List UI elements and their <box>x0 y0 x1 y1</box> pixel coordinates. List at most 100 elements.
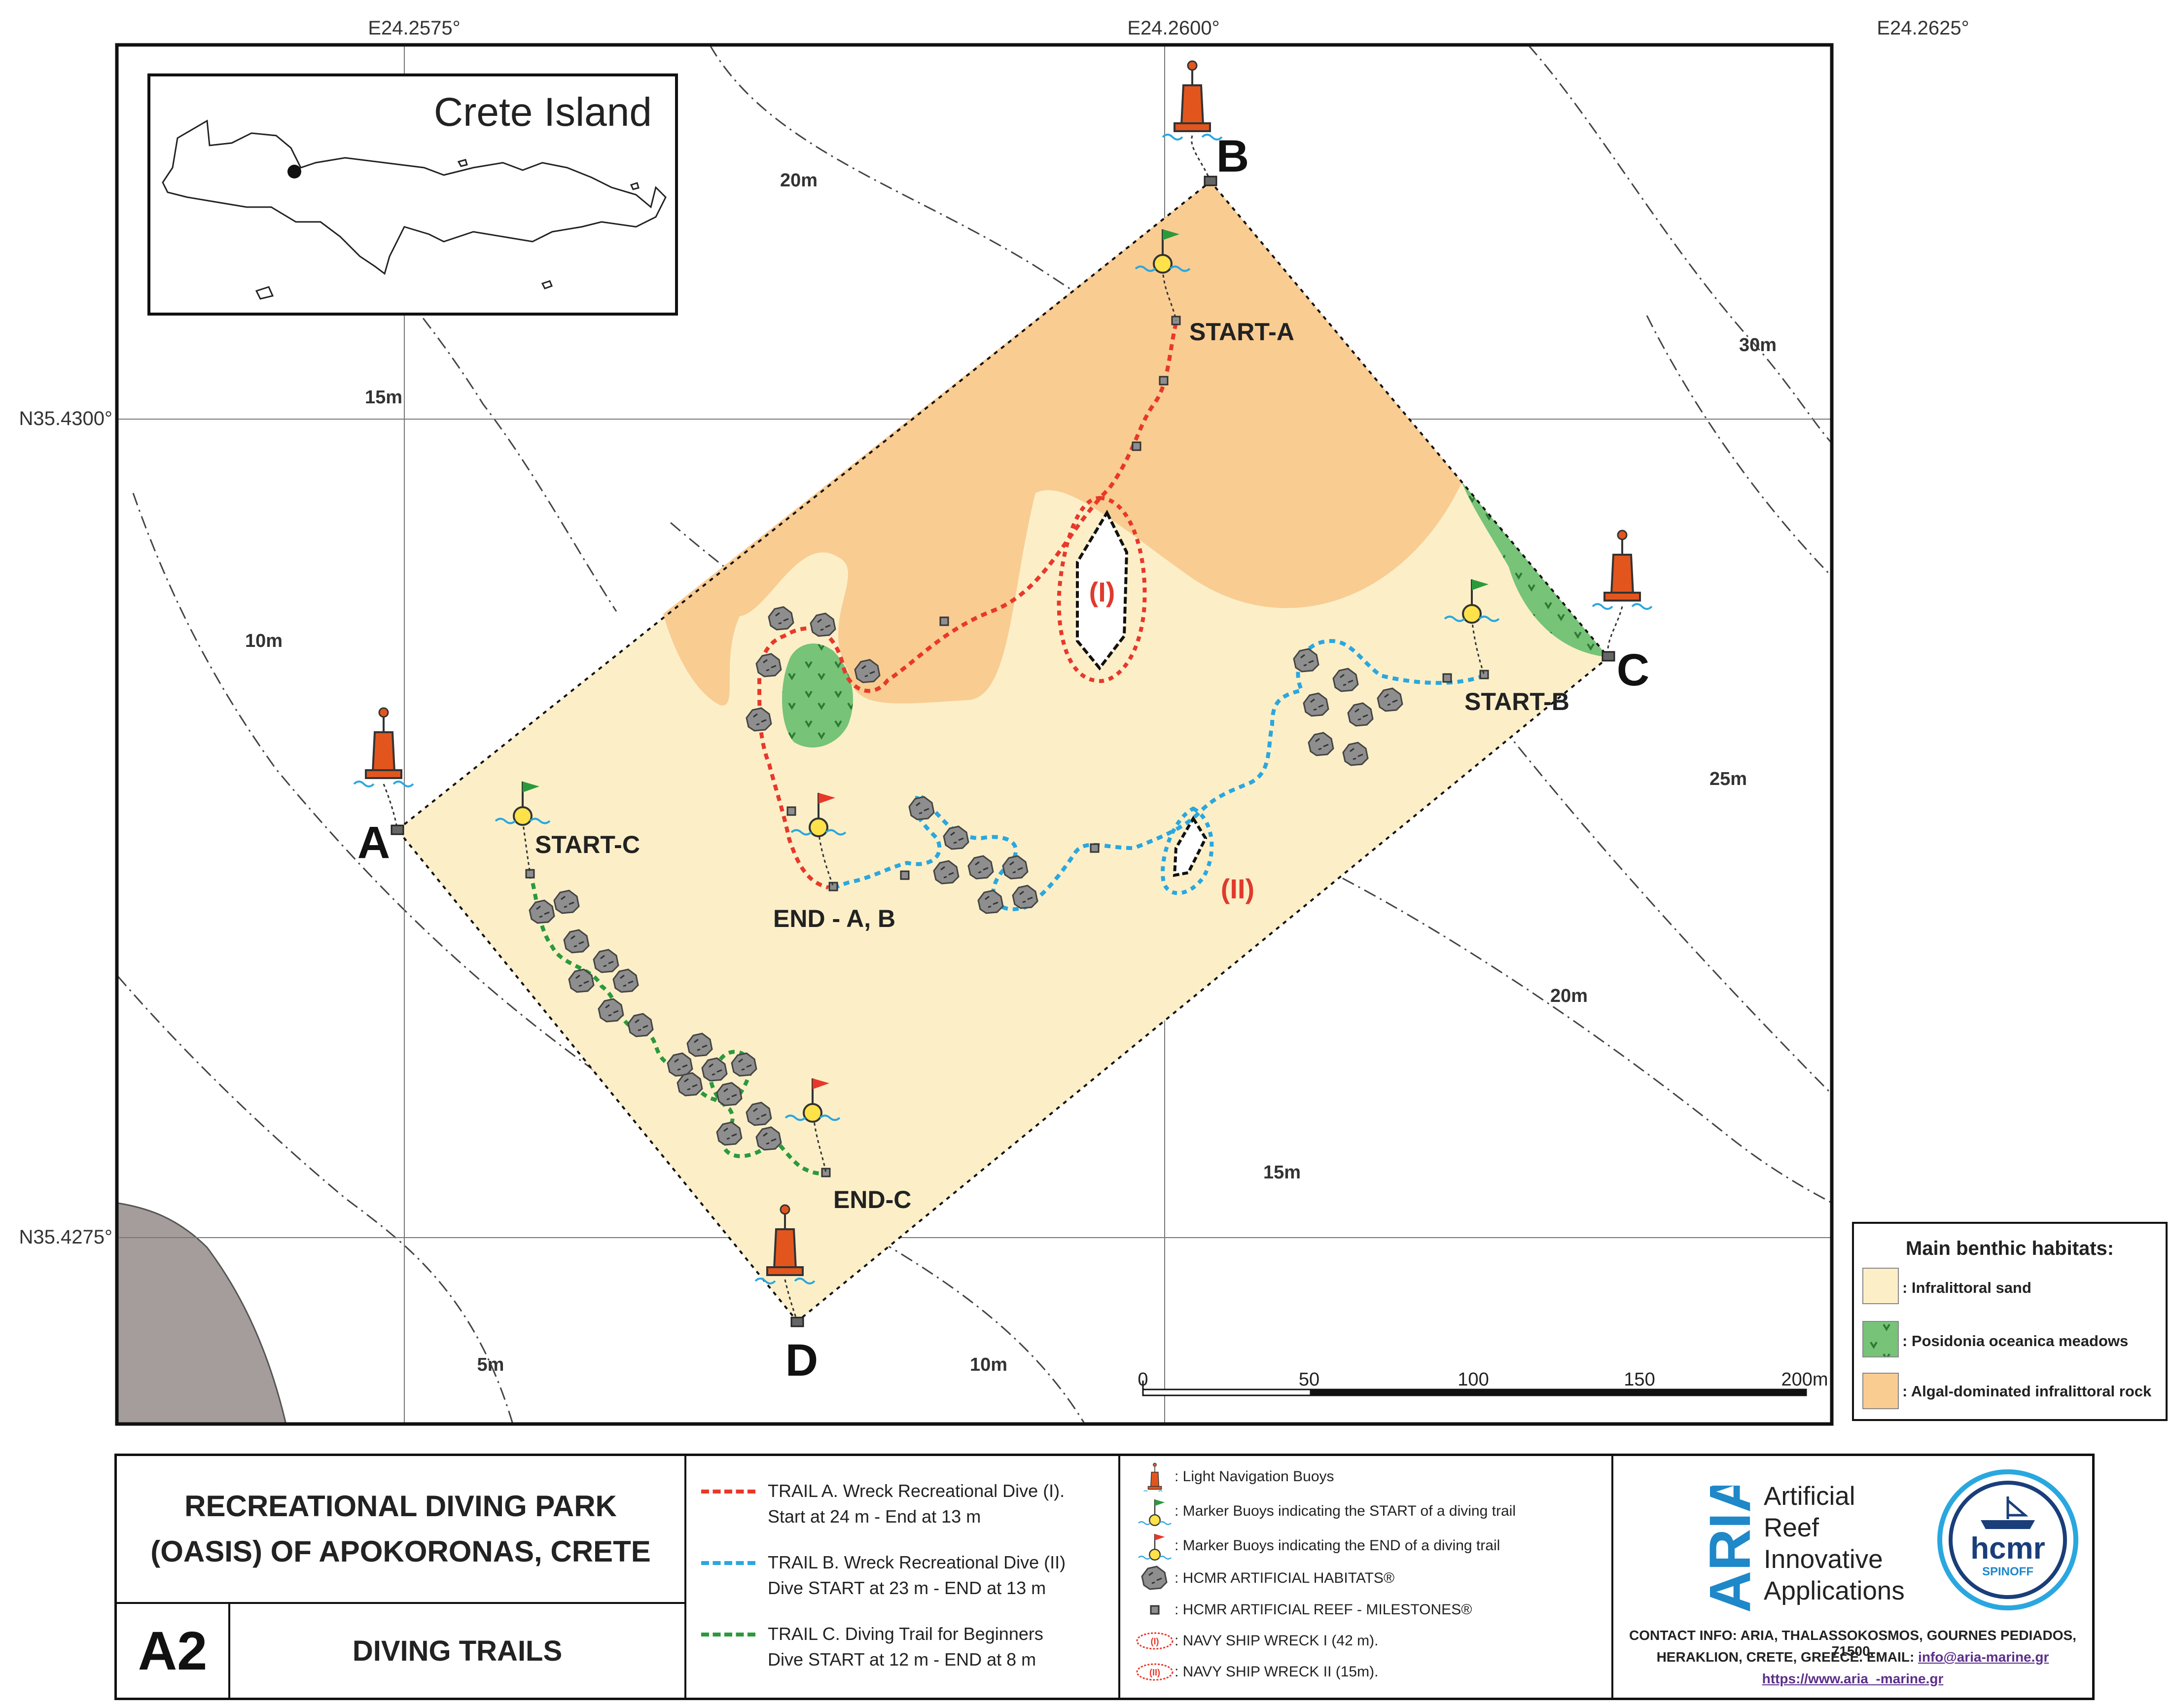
legend-swatch-posidonia <box>1862 1321 1899 1357</box>
symbol-row: (II) : NAVY SHIP WRECK II (15m). <box>1135 1657 1378 1687</box>
svg-text:30m: 30m <box>1739 335 1777 356</box>
trail-b-title: TRAIL B. Wreck Recreational Dive (II) <box>768 1552 1066 1572</box>
trail-a-title: TRAIL A. Wreck Recreational Dive (I). <box>768 1481 1065 1501</box>
trail-a-depths: Start at 24 m - End at 13 m <box>768 1506 981 1527</box>
light-buoy-icon <box>1143 1462 1167 1492</box>
artificial-habitat-icon <box>1141 1566 1168 1590</box>
park-title: RECREATIONAL DIVING PARK(OASIS) OF APOKO… <box>117 1456 686 1604</box>
symbol-row: : Marker Buoys indicating the END of a d… <box>1135 1531 1500 1561</box>
end-c-label: END-C <box>833 1186 911 1213</box>
svg-text:SPINOFF: SPINOFF <box>1982 1565 2033 1578</box>
habitat-legend: Main benthic habitats: : Infralittoral s… <box>1852 1222 2168 1421</box>
svg-text:15m: 15m <box>365 387 402 408</box>
symbol-row: : HCMR ARTIFICIAL REEF - MILESTONES® <box>1135 1595 1472 1625</box>
trail-c-path <box>528 872 824 1175</box>
aria-logo-text: Artificial Reef Innovative Applications <box>1764 1481 1905 1607</box>
wreck-labels: (I) (II) <box>1089 576 1255 904</box>
trail-a-path <box>757 322 1178 890</box>
coordinate-labels: E24.2575° E24.2600° E24.2625° N35.4300° … <box>19 17 1969 1248</box>
legend-item: : Infralittoral sand <box>1902 1279 2031 1296</box>
svg-text:10m: 10m <box>970 1354 1007 1375</box>
symbol-label: : NAVY SHIP WRECK II (15m). <box>1175 1664 1379 1680</box>
map-frame <box>115 43 1834 1426</box>
contact-prefix: HERAKLION, CRETE, GREECE. EMAIL: <box>1656 1649 1919 1665</box>
scale-tick-label: 200m <box>1781 1369 1828 1390</box>
corner-label-c: C <box>1617 645 1649 695</box>
trail-c-title: TRAIL C. Diving Trail for Beginners <box>768 1624 1043 1644</box>
symbols-legend: : Light Navigation Buoys : Marker Buoys … <box>1120 1456 1613 1698</box>
map-code: A2 <box>117 1604 230 1698</box>
depth-labels: 20m 30m 15m 10m 25m 20m 15m 5m 10m <box>245 170 1777 1375</box>
map-figure: Crete Island E24.2575° E24.2600° E24.262… <box>19 17 2168 1426</box>
trail-labels: START-A START-B START-C END - A, B END-C <box>535 318 1569 1213</box>
reef-milestone-icon <box>1150 1605 1160 1615</box>
trails-legend: TRAIL A. Wreck Recreational Dive (I). St… <box>686 1456 1120 1698</box>
posidonia-area-west <box>782 643 853 748</box>
scale-tick-label: 50 <box>1299 1369 1319 1390</box>
logo-line: Innovative <box>1764 1545 1883 1574</box>
symbol-label: : HCMR ARTIFICIAL HABITATS® <box>1175 1570 1395 1586</box>
svg-text:(II): (II) <box>1149 1668 1160 1677</box>
corner-anchors <box>391 176 1615 1327</box>
symbol-label: : Marker Buoys indicating the START of a… <box>1175 1503 1516 1519</box>
info-panel: RECREATIONAL DIVING PARK(OASIS) OF APOKO… <box>114 1454 2095 1700</box>
svg-text:20m: 20m <box>1550 986 1588 1006</box>
legend-swatch-rock <box>1862 1373 1899 1409</box>
logo-line: Applications <box>1764 1576 1905 1605</box>
inset-map: Crete Island <box>147 73 678 316</box>
aria-logo: ARIA <box>1705 1486 1763 1613</box>
symbol-label: : Marker Buoys indicating the END of a d… <box>1175 1537 1500 1554</box>
inset-title: Crete Island <box>434 90 652 135</box>
lat-label: N35.4300° <box>19 408 112 429</box>
trail-b-swatch <box>701 1561 755 1565</box>
symbol-label: : Light Navigation Buoys <box>1175 1468 1334 1485</box>
trail-b-depths: Dive START at 23 m - END at 13 m <box>768 1578 1046 1598</box>
symbol-row: (I) : NAVY SHIP WRECK I (42 m). <box>1135 1626 1378 1656</box>
legend-swatch-sand <box>1862 1268 1899 1304</box>
algal-rock-area <box>663 181 1462 706</box>
website-link[interactable]: https://www.aria_-marine.gr <box>1762 1671 1944 1686</box>
wreck-2 <box>1161 806 1214 895</box>
symbol-label: : HCMR ARTIFICIAL REEF - MILESTONES® <box>1175 1601 1472 1618</box>
start-marker-icon <box>1138 1498 1172 1526</box>
svg-text:5m: 5m <box>477 1354 504 1375</box>
email-link[interactable]: info@aria-marine.gr <box>1918 1649 2049 1665</box>
corner-label-a: A <box>357 818 390 868</box>
crete-outline <box>162 119 667 275</box>
symbol-row: : Light Navigation Buoys <box>1135 1462 1334 1492</box>
start-b-label: START-B <box>1464 688 1569 715</box>
scale-tick-label: 0 <box>1138 1369 1148 1390</box>
symbol-label: : NAVY SHIP WRECK I (42 m). <box>1175 1633 1379 1649</box>
end-marker-icon <box>1138 1533 1172 1561</box>
wreck-ii-icon: (II) <box>1136 1663 1174 1681</box>
map-subtitle: DIVING TRAILS <box>230 1604 686 1698</box>
svg-text:(I): (I) <box>1151 1637 1159 1646</box>
logo-line: Artificial <box>1764 1482 1855 1511</box>
svg-text:15m: 15m <box>1263 1162 1301 1183</box>
scale-tick-label: 150 <box>1624 1369 1655 1390</box>
wreck-1 <box>1057 496 1147 683</box>
end-ab-label: END - A, B <box>773 905 895 932</box>
contact-url-row: https://www.aria_-marine.gr <box>1613 1671 2092 1687</box>
svg-text:ARIA: ARIA <box>1705 1486 1763 1613</box>
trail-a-swatch <box>701 1490 755 1494</box>
trail-c-depths: Dive START at 12 m - END at 8 m <box>768 1649 1036 1670</box>
symbol-row: : HCMR ARTIFICIAL HABITATS® <box>1135 1564 1394 1593</box>
hcmr-logo: hcmr SPINOFF <box>1937 1469 2078 1610</box>
start-c-label: START-C <box>535 831 640 858</box>
corner-label-b: B <box>1216 131 1249 181</box>
lat-label: N35.4275° <box>19 1226 112 1248</box>
svg-text:hcmr: hcmr <box>1970 1531 2045 1566</box>
contact-line: CONTACT INFO: ARIA, THALASSOKOSMOS, GOUR… <box>1629 1628 2076 1659</box>
wreck-i-icon: (I) <box>1136 1632 1174 1650</box>
svg-text:10m: 10m <box>245 631 283 651</box>
lon-label: E24.2625° <box>1877 17 1969 39</box>
land-area <box>117 1202 287 1425</box>
legend-item: : Algal-dominated infralittoral rock <box>1902 1383 2152 1400</box>
wreck-1-label: (I) <box>1089 576 1115 607</box>
corner-labels: A B C D <box>357 131 1649 1386</box>
scale-tick-label: 100 <box>1458 1369 1489 1390</box>
start-a-label: START-A <box>1189 318 1294 346</box>
organization-logo: ARIA Artificial Reef Innovative Applicat… <box>1613 1456 2092 1698</box>
trail-c-swatch <box>701 1633 755 1637</box>
